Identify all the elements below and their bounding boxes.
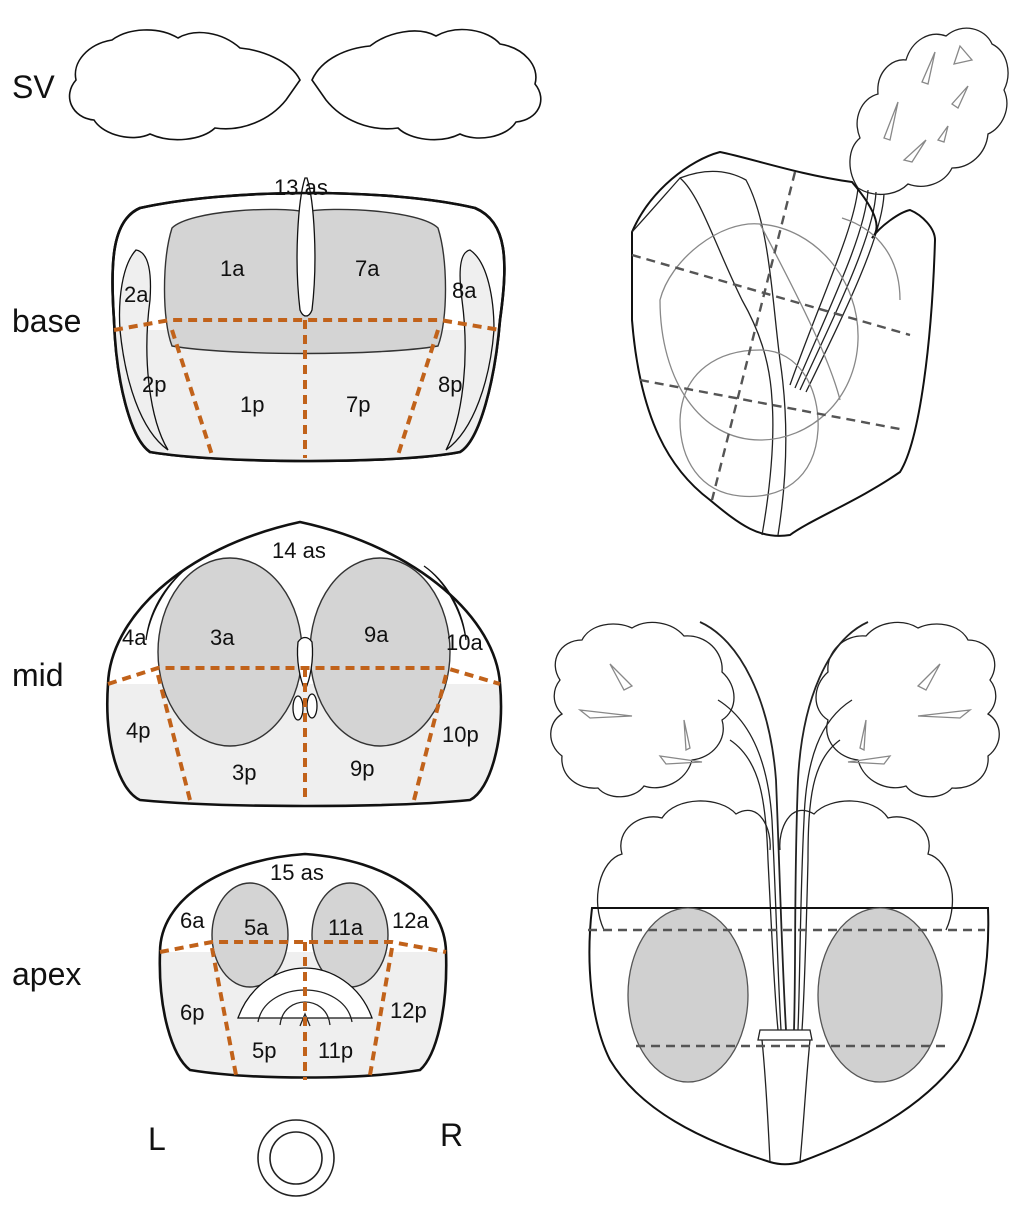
row-label-base: base xyxy=(12,303,81,339)
urethra-ring-icon xyxy=(258,1120,334,1196)
seminal-vesicle-left xyxy=(70,30,300,140)
zone-label-9a: 9a xyxy=(364,622,389,647)
zone-label-7p: 7p xyxy=(346,392,370,417)
zone-label-12a: 12a xyxy=(392,908,429,933)
orientation-left-label: L xyxy=(148,1121,166,1157)
zone-label-1p: 1p xyxy=(240,392,264,417)
zone-label-10p: 10p xyxy=(442,722,479,747)
base-section xyxy=(112,178,504,461)
zone-label-11p: 11p xyxy=(318,1038,353,1063)
zone-label-8a: 8a xyxy=(452,278,477,303)
zone-label-6a: 6a xyxy=(180,908,205,933)
zone-label-12p: 12p xyxy=(390,998,427,1023)
zone-label-3a: 3a xyxy=(210,625,235,650)
zone-label-11a: 11a xyxy=(328,915,364,940)
zone-label-10a: 10a xyxy=(446,630,483,655)
zone-label-2p: 2p xyxy=(142,372,166,397)
zone-label-8p: 8p xyxy=(438,372,462,397)
zone-label-1a: 1a xyxy=(220,256,245,281)
zone-label-14as: 14 as xyxy=(272,538,326,563)
zone-label-7a: 7a xyxy=(355,256,380,281)
row-label-mid: mid xyxy=(12,657,64,693)
zone-label-4a: 4a xyxy=(122,625,147,650)
seminal-vesicle-right xyxy=(312,30,541,140)
zone-label-3p: 3p xyxy=(232,760,256,785)
zone-label-9p: 9p xyxy=(350,756,374,781)
zone-label-15as: 15 as xyxy=(270,860,324,885)
sagittal-view xyxy=(632,28,1008,536)
apex-section xyxy=(160,854,446,1080)
orientation-right-label: R xyxy=(440,1117,463,1153)
zone-label-13as: 13 as xyxy=(274,175,328,200)
mid-section xyxy=(107,522,501,806)
row-label-sv: SV xyxy=(12,69,55,105)
zone-label-5a: 5a xyxy=(244,915,269,940)
zone-label-6p: 6p xyxy=(180,1000,204,1025)
zone-label-2a: 2a xyxy=(124,282,149,307)
row-label-apex: apex xyxy=(12,956,81,992)
coronal-view xyxy=(551,622,1000,1164)
zone-label-4p: 4p xyxy=(126,718,150,743)
zone-label-5p: 5p xyxy=(252,1038,276,1063)
